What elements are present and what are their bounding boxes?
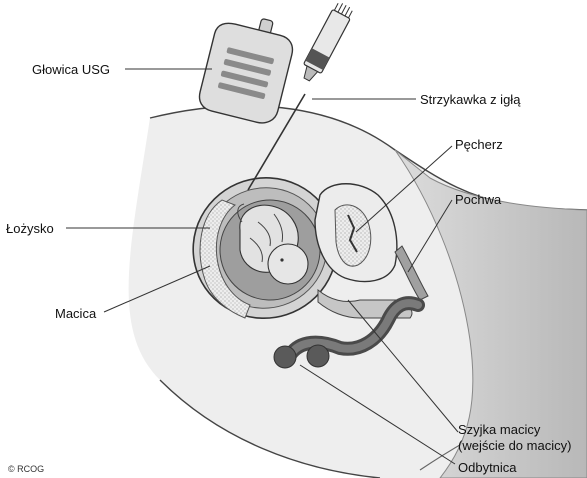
label-rectum: Odbytnica	[458, 460, 517, 475]
label-cervix-line2: (wejście do macicy)	[458, 438, 571, 453]
label-bladder: Pęcherz	[455, 137, 503, 152]
label-cervix-line1: Szyjka macicy	[458, 422, 540, 437]
label-syringe: Strzykawka z igłą	[420, 92, 520, 107]
label-probe: Głowica USG	[32, 62, 110, 77]
label-uterus: Macica	[55, 306, 96, 321]
label-vagina: Pochwa	[455, 192, 501, 207]
label-placenta: Łożysko	[6, 221, 54, 236]
copyright-credit: © RCOG	[8, 464, 44, 474]
